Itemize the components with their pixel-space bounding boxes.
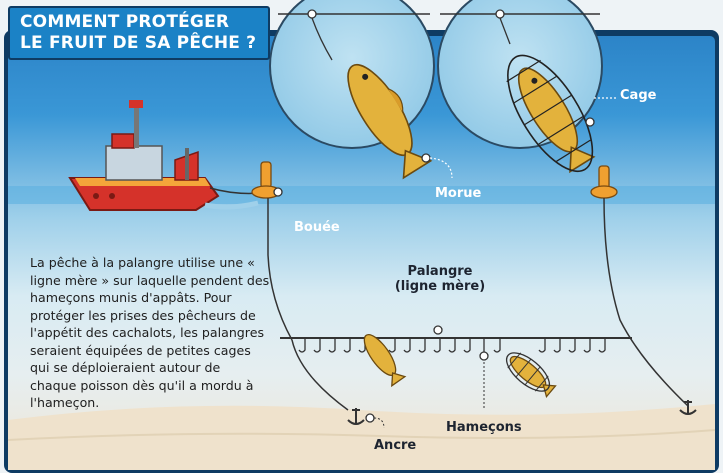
label-morue: Morue — [435, 186, 481, 201]
seabed — [8, 404, 715, 470]
title-line-2: LE FRUIT DE SA PÊCHE ? — [20, 33, 258, 54]
description-text: La pêche à la palangre utilise une « lig… — [30, 254, 270, 412]
label-palangre-line1: Palangre — [380, 264, 500, 279]
label-hamecons: Hameçons — [446, 420, 522, 435]
mother-line-marker — [434, 326, 442, 334]
label-palangre-line2: (ligne mère) — [380, 279, 500, 294]
title-box: COMMENT PROTÉGER LE FRUIT DE SA PÊCHE ? — [8, 6, 270, 60]
label-ancre: Ancre — [374, 438, 416, 453]
label-cage: Cage — [620, 88, 656, 103]
label-bouee: Bouée — [294, 220, 340, 235]
title-line-1: COMMENT PROTÉGER — [20, 12, 258, 33]
label-palangre: Palangre (ligne mère) — [380, 264, 500, 294]
